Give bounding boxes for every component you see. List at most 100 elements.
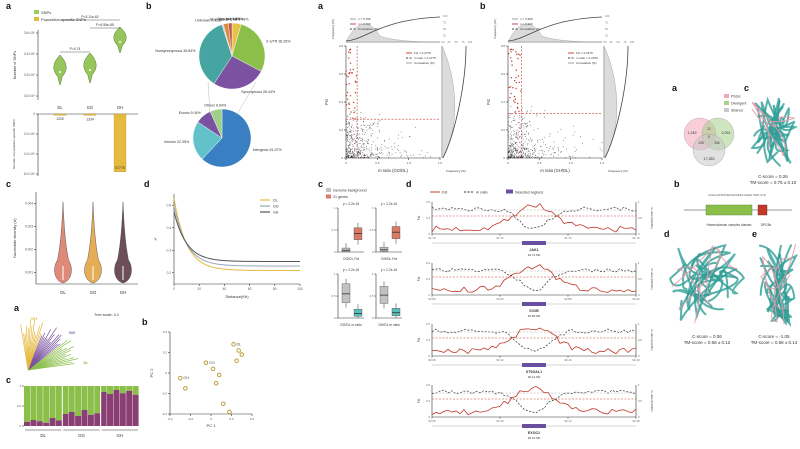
svg-text:0.6: 0.6	[339, 72, 344, 76]
svg-text:Population-specific SNPs: Population-specific SNPs	[41, 17, 86, 22]
panel-label-structure-c: c	[744, 83, 750, 93]
svg-text:100: 100	[605, 14, 610, 18]
panel-label-boxes: c	[318, 179, 324, 189]
svg-text:93.10: 93.10	[497, 419, 504, 423]
svg-text:3.6×10⁶: 3.6×10⁶	[24, 31, 36, 35]
svg-text:0.5: 0.5	[167, 203, 172, 207]
svg-text:m ratio = 0.2150: m ratio = 0.2150	[576, 56, 598, 60]
svg-text:JAK1: JAK1	[529, 248, 538, 252]
svg-text:60: 60	[248, 287, 252, 291]
svg-text:1.5: 1.5	[438, 161, 443, 165]
svg-text:0.6: 0.6	[426, 383, 430, 387]
svg-text:Fst: Fst	[486, 98, 491, 105]
svg-text:Distance(Kb): Distance(Kb)	[225, 294, 249, 299]
svg-text:-0.4: -0.4	[167, 417, 173, 421]
svg-text:0.3: 0.3	[167, 248, 172, 252]
svg-text:5'-UTR 4.48%: 5'-UTR 4.48%	[226, 17, 249, 21]
svg-text:52.88: 52.88	[565, 297, 572, 301]
svg-text:Frequency (%): Frequency (%)	[331, 19, 335, 39]
svg-text:Cumulative (%): Cumulative (%)	[358, 27, 379, 31]
svg-text:93.06: 93.06	[429, 419, 436, 423]
svg-text:p < 2.2e-16: p < 2.2e-16	[381, 202, 397, 206]
svg-text:52.92: 52.92	[633, 297, 640, 301]
structure-d-tmscore: TM-score = 0.68 ± 0.12	[683, 340, 731, 346]
svg-text:GH: GH	[183, 376, 189, 380]
svg-text:0.5: 0.5	[370, 294, 374, 298]
structure-e-cscore: C-score = -1.05	[758, 334, 790, 339]
svg-text:m ratio = 0.1775: m ratio = 0.1775	[414, 56, 436, 60]
svg-text:-0.4: -0.4	[162, 412, 168, 416]
panel-label-selection-b: b	[480, 1, 486, 11]
svg-text:PSGs: PSGs	[731, 95, 741, 99]
svg-text:1: 1	[638, 200, 640, 204]
svg-text:1: 1	[372, 272, 374, 276]
svg-text:SNPs: SNPs	[41, 10, 51, 15]
svg-text:0.2: 0.2	[163, 351, 168, 355]
svg-text:n = 4,960: n = 4,960	[520, 17, 533, 21]
panel-label-admixture: c	[6, 375, 12, 385]
structure-d-cscore: C-score = 0.06	[692, 334, 722, 339]
svg-text:0: 0	[605, 40, 607, 44]
svg-text:3'-UTR 28.26%: 3'-UTR 28.26%	[266, 40, 291, 44]
svg-text:Fst: Fst	[442, 190, 448, 194]
svg-text:0.2: 0.2	[167, 271, 172, 275]
svg-text:0.5: 0.5	[638, 277, 642, 281]
svg-text:90.20: 90.20	[633, 358, 640, 362]
svg-text:Intronic 22.35%: Intronic 22.35%	[164, 140, 190, 144]
svg-text:75: 75	[462, 40, 465, 44]
svg-text:n = 3,163: n = 3,163	[520, 22, 533, 26]
svg-text:0: 0	[372, 250, 374, 254]
svg-text:P=6.55e-85: P=6.55e-85	[96, 23, 114, 27]
svg-text:25: 25	[605, 34, 608, 38]
svg-text:0.5: 0.5	[332, 228, 336, 232]
svg-text:Cumulative (%): Cumulative (%)	[414, 61, 435, 65]
svg-text:1200: 1200	[56, 117, 64, 121]
svg-text:0.5: 0.5	[638, 338, 642, 342]
svg-text:2,051: 2,051	[722, 131, 731, 135]
svg-text:0.3: 0.3	[426, 216, 430, 220]
svg-text:Fst: Fst	[324, 98, 329, 105]
svg-text:0.2: 0.2	[229, 417, 234, 421]
svg-text:m ratio (GG/DL): m ratio (GG/DL)	[650, 207, 654, 228]
svg-text:50: 50	[443, 27, 446, 31]
panel-label-pies: b	[146, 1, 152, 11]
protein-structure-d	[669, 243, 746, 324]
svg-text:3.0×10⁶: 3.0×10⁶	[24, 94, 36, 98]
panel-label-snp: a	[6, 1, 12, 11]
svg-text:0.5: 0.5	[17, 404, 22, 408]
svg-text:Homeodomain complex domain: Homeodomain complex domain	[707, 223, 752, 227]
svg-text:DL: DL	[273, 199, 278, 203]
svg-text:n = 3,709: n = 3,709	[358, 22, 371, 26]
structure-c-tmscore: TM-score = 0.75 ± 0.10	[749, 180, 797, 186]
svg-text:DPC6b: DPC6b	[761, 223, 772, 227]
svg-text:3.4×10⁶: 3.4×10⁶	[24, 52, 36, 56]
svg-text:0: 0	[428, 354, 430, 358]
svg-text:0.4: 0.4	[501, 100, 506, 104]
svg-text:Genome background: Genome background	[333, 189, 367, 193]
svg-text:0: 0	[33, 112, 35, 116]
svg-text:100: 100	[468, 40, 473, 44]
svg-text:0: 0	[341, 156, 343, 160]
svg-text:GG/DL Fst: GG/DL Fst	[343, 257, 359, 261]
svg-text:m ratio (GG/DL): m ratio (GG/DL)	[378, 168, 408, 173]
svg-text:0.001: 0.001	[25, 271, 33, 275]
svg-text:0: 0	[638, 354, 640, 358]
svg-text:p < 2.2e-16: p < 2.2e-16	[381, 268, 397, 272]
svg-text:1,249: 1,249	[688, 131, 697, 135]
panel-label-scans: d	[406, 179, 412, 189]
svg-text:0.4: 0.4	[339, 100, 344, 104]
svg-text:DL: DL	[57, 105, 63, 110]
svg-text:Fst = 0.2775: Fst = 0.2775	[414, 51, 431, 55]
svg-text:75: 75	[443, 21, 446, 25]
structure-e-caption: C-score = -1.05 TM-score = 0.58 ± 0.14	[748, 334, 800, 346]
panel-label-venn: a	[672, 83, 678, 93]
svg-text:-0.2: -0.2	[188, 417, 194, 421]
svg-text:p < 2.2e-16: p < 2.2e-16	[343, 268, 359, 272]
panel-label-pca: b	[142, 317, 148, 327]
svg-text:100: 100	[443, 14, 448, 18]
svg-text:0: 0	[173, 287, 175, 291]
